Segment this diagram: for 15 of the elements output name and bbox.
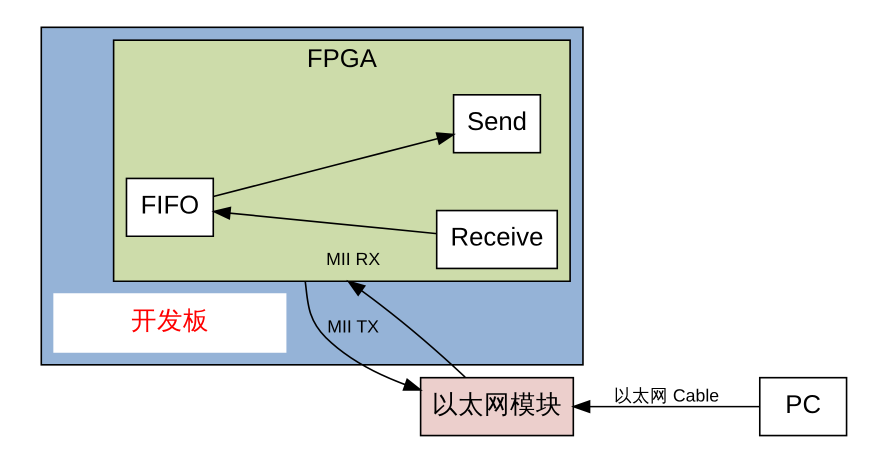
node-box: FIFO xyxy=(125,178,214,238)
node-box: PC xyxy=(758,376,847,436)
node-box: Receive xyxy=(435,210,558,270)
node-box: 开发板 xyxy=(52,293,286,353)
node-box: 以太网模块 xyxy=(419,376,574,436)
edge-label: 以太网 Cable xyxy=(614,385,719,406)
edge-label: MII RX xyxy=(326,248,380,269)
arrow xyxy=(346,280,466,378)
arrow xyxy=(570,400,760,414)
node-box: Send xyxy=(452,94,541,154)
cluster xyxy=(40,26,584,366)
arrow xyxy=(213,132,456,198)
arrow xyxy=(304,281,422,391)
edge-label: MII TX xyxy=(326,316,378,336)
arrow xyxy=(210,206,436,234)
